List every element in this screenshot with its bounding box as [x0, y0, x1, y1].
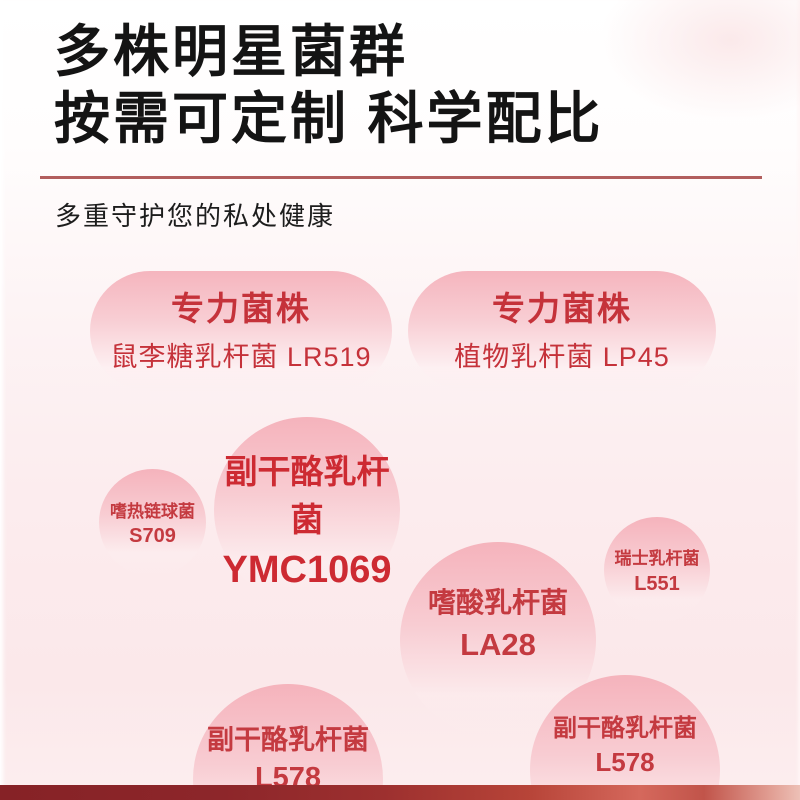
strain-code: LA28: [460, 627, 536, 662]
strain-bubble-l578-left: 副干酪乳杆菌 L578: [193, 684, 383, 800]
strain-pill-lp45: 专力菌株 植物乳杆菌 LP45: [408, 271, 716, 391]
bottom-red-strip: [0, 785, 800, 800]
strain-bubble-s709: 嗜热链球菌 S709: [99, 469, 206, 576]
strain-code: S709: [129, 525, 176, 547]
strain-code: L551: [634, 573, 680, 595]
strain-bubble-ymc1069: 副干酪乳杆菌 YMC1069: [214, 417, 400, 603]
page-title-line-1: 多株明星菌群: [54, 20, 408, 83]
strain-name: 副干酪乳杆菌: [224, 452, 390, 538]
strain-pill-name: 鼠李糖乳杆菌 LR519: [110, 342, 372, 372]
strain-name: 副干酪乳杆菌: [207, 724, 369, 755]
strain-pill-name: 植物乳杆菌 LP45: [454, 342, 670, 372]
strain-name: 瑞士乳杆菌: [614, 549, 700, 568]
strain-pill-title: 专力菌株: [492, 290, 632, 327]
corner-glow-decoration: [600, 0, 800, 120]
strain-code: YMC1069: [222, 548, 392, 591]
title-divider: [40, 176, 762, 179]
page-subtitle: 多重守护您的私处健康: [55, 201, 336, 231]
strain-pill-lr519: 专力菌株 鼠李糖乳杆菌 LR519: [90, 271, 392, 391]
strain-bubble-l551: 瑞士乳杆菌 L551: [604, 517, 710, 623]
strain-pill-title: 专力菌株: [171, 290, 311, 327]
page-title: 多株明星菌群 按需可定制 科学配比: [54, 18, 604, 152]
strain-name: 嗜酸乳杆菌: [427, 587, 568, 618]
strain-bubble-la28: 嗜酸乳杆菌 LA28: [400, 542, 596, 738]
page-title-line-2: 按需可定制 科学配比: [54, 87, 604, 150]
strain-code: L578: [595, 747, 655, 777]
strain-name: 副干酪乳杆菌: [553, 715, 697, 742]
strain-name: 嗜热链球菌: [110, 502, 195, 521]
